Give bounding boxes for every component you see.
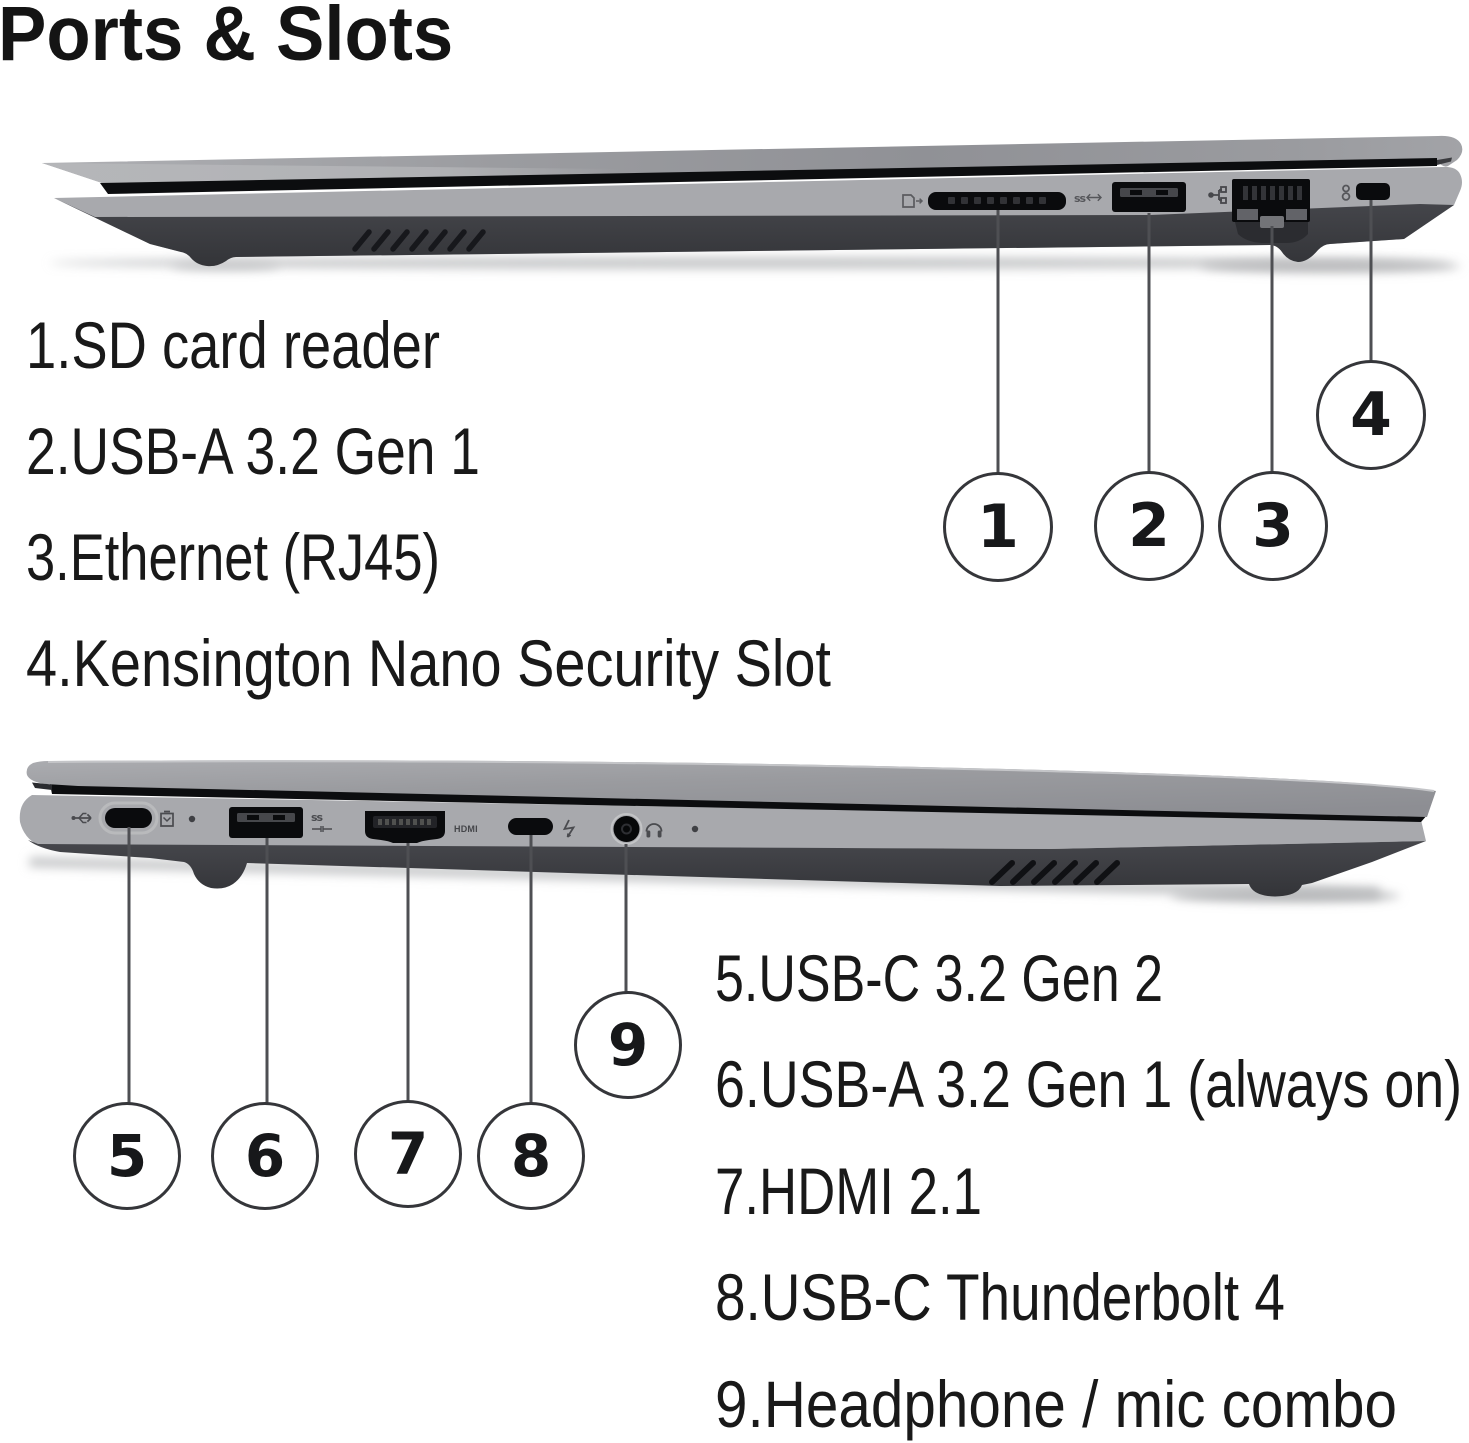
- usb-a-port-right: [1112, 182, 1186, 212]
- headphone-jack: [610, 813, 643, 845]
- laptop-1-lid-notch: [1437, 157, 1452, 165]
- hdmi-label-engraving: HDMI: [454, 824, 478, 834]
- callout-circle-7: 7: [354, 1100, 462, 1208]
- callout-circle-6: 6: [211, 1102, 319, 1210]
- usb-a-port-left: [229, 807, 303, 838]
- laptop-2-lid-top-highlight: [47, 760, 1435, 792]
- battery-icon: [160, 810, 174, 827]
- label-ethernet: 3.Ethernet (RJ45): [26, 519, 440, 594]
- callout-circle-8: 8: [477, 1102, 585, 1210]
- laptop-1-base-dark: [54, 198, 1454, 267]
- thunderbolt-port: [508, 818, 553, 835]
- callout-lines: [127, 200, 1373, 1103]
- laptop-left-side-view: ss HDMI: [19, 760, 1437, 902]
- label-usb-a-always-on: 6.USB-A 3.2 Gen 1 (always on): [715, 1047, 1463, 1121]
- laptop-1-shadow: [50, 257, 1460, 273]
- sd-card-slot: [928, 192, 1066, 210]
- label-sd-card-reader: 1.SD card reader: [26, 307, 440, 382]
- label-kensington: 4.Kensington Nano Security Slot: [26, 625, 831, 700]
- usb-ss-icon: ss: [1074, 192, 1102, 205]
- usb-icon: [71, 812, 92, 824]
- laptop-right-side-view: ss: [42, 135, 1463, 273]
- callout-circle-5: 5: [73, 1102, 181, 1210]
- laptop-1-vent: [352, 229, 486, 252]
- thunderbolt-icon: [562, 819, 576, 838]
- laptop-2-vent: [989, 860, 1120, 885]
- ethernet-icon: [1208, 186, 1227, 204]
- label-usb-c-gen2: 5.USB-C 3.2 Gen 2: [715, 940, 1164, 1015]
- label-thunderbolt: 8.USB-C Thunderbolt 4: [715, 1260, 1285, 1334]
- laptop-2-lid: [26, 760, 1437, 817]
- svg-text:ss: ss: [1074, 192, 1087, 205]
- svg-text:ss: ss: [311, 811, 324, 824]
- callout-circle-9: 9: [574, 991, 682, 1099]
- usb-ss-always-on-icon: ss: [311, 811, 332, 832]
- laptop-1-hinge-gap: [100, 158, 1437, 194]
- callout-circle-2: 2: [1094, 471, 1204, 581]
- label-headphone: 9.Headphone / mic combo: [715, 1366, 1398, 1441]
- callout-circle-3: 3: [1218, 471, 1328, 581]
- laptop-2-shadow: [29, 857, 1400, 902]
- laptop-1-lid-bottom-highlight: [42, 163, 620, 184]
- page-title: Ports & Slots: [0, 0, 454, 77]
- label-usb-a-gen1: 2.USB-A 3.2 Gen 1: [26, 413, 481, 488]
- status-led-dot-left: [188, 815, 196, 823]
- callout-circle-1: 1: [943, 472, 1053, 582]
- hdmi-port: [365, 811, 445, 843]
- label-hdmi: 7.HDMI 2.1: [715, 1153, 983, 1228]
- sd-card-icon: [902, 194, 924, 208]
- callout-circle-4: 4: [1316, 360, 1426, 470]
- status-led-dot-right: [691, 825, 699, 833]
- kensington-lock-icon: [1341, 184, 1351, 201]
- kensington-slot: [1356, 183, 1390, 200]
- laptop-2-hinge-gap: [50, 784, 1428, 822]
- laptop-2-lid-notch: [32, 782, 52, 790]
- headphone-icon: [645, 823, 663, 838]
